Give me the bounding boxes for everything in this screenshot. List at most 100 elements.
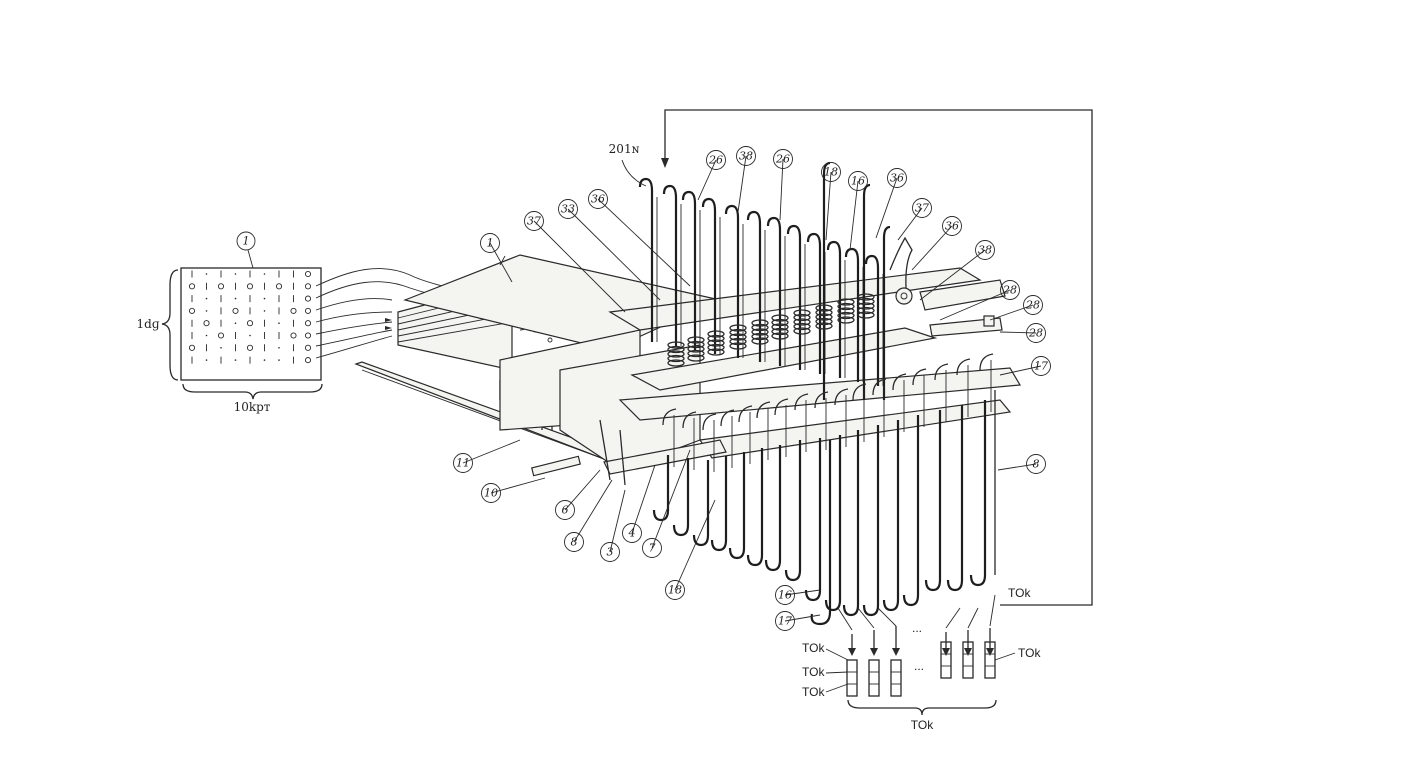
callout-c36c: 36 bbox=[911, 216, 962, 271]
callout-c17a: 17 bbox=[999, 356, 1051, 376]
output-token bbox=[962, 641, 974, 679]
coil-spring bbox=[707, 330, 725, 356]
lower-hook bbox=[924, 410, 942, 592]
callout-number: 38 bbox=[978, 244, 992, 257]
callout-c16b: 16 bbox=[775, 585, 821, 605]
ellipsis-lower: ... bbox=[914, 659, 924, 673]
callout-c16a: 16 bbox=[848, 171, 868, 251]
callout-number: 7 bbox=[649, 542, 656, 555]
card-bottom-label: 10kрт bbox=[234, 400, 271, 414]
pulley-bracket bbox=[889, 236, 995, 327]
callout-number: 8 bbox=[571, 536, 578, 549]
lower-hook bbox=[672, 458, 690, 537]
callout-number: 18 bbox=[668, 584, 682, 597]
coil-spring bbox=[667, 341, 685, 367]
top-label: 201ɴ bbox=[609, 142, 640, 156]
callout-c11: 11 bbox=[453, 439, 521, 473]
upper-hook bbox=[806, 232, 822, 374]
upper-hook bbox=[786, 224, 802, 370]
callout-number: 8 bbox=[1033, 458, 1040, 471]
card-side-label: 1dɡ bbox=[137, 317, 160, 331]
label-tok-bottom: TOk bbox=[911, 718, 934, 732]
callout-number: 26 bbox=[708, 154, 723, 167]
callout-c18b: 18 bbox=[665, 499, 716, 600]
feedback-loop bbox=[661, 109, 1093, 606]
callout-c26b: 26 bbox=[773, 149, 793, 221]
lower-hook bbox=[764, 445, 782, 572]
callout-c38a: 38 bbox=[736, 146, 756, 213]
lower-hook bbox=[652, 455, 670, 522]
callout-number: 4 bbox=[628, 527, 636, 540]
callout-c18a: 18 bbox=[821, 162, 841, 241]
callout-number: 3 bbox=[607, 546, 614, 559]
label-tok-right: TOk bbox=[1018, 646, 1041, 660]
coil-spring bbox=[729, 324, 747, 350]
long-hook bbox=[810, 440, 832, 626]
lower-hook bbox=[862, 425, 880, 617]
callout-c17b: 17 bbox=[775, 611, 821, 631]
callout-number: 16 bbox=[778, 589, 792, 602]
callout-c4: 4 bbox=[622, 464, 656, 543]
callout-c3: 3 bbox=[600, 489, 626, 562]
callout-card-number: 1 bbox=[236, 231, 256, 251]
callout-c36b: 36 bbox=[875, 168, 907, 239]
callout-number: 36 bbox=[890, 172, 904, 185]
ellipsis-upper: ... bbox=[912, 621, 922, 635]
callout-number: 17 bbox=[778, 615, 792, 628]
upper-hook bbox=[701, 197, 717, 354]
callout-number: 36 bbox=[591, 193, 605, 206]
callout-number: 38 bbox=[739, 150, 753, 163]
callout-number: 10 bbox=[484, 487, 498, 500]
upper-hook bbox=[826, 240, 842, 378]
upper-hook bbox=[844, 247, 860, 382]
callout-c33: 33 bbox=[558, 199, 661, 301]
lower-hook bbox=[692, 460, 710, 547]
label-tok-left-3: TOk bbox=[802, 685, 825, 699]
callout-c26a: 26 bbox=[697, 150, 726, 201]
output-token bbox=[846, 659, 858, 697]
output-token bbox=[868, 659, 880, 697]
tall-hook bbox=[882, 225, 891, 400]
lower-hook bbox=[784, 440, 802, 582]
lower-hook bbox=[969, 400, 987, 587]
output-token bbox=[940, 641, 952, 679]
output-tokens bbox=[837, 594, 996, 697]
label-tok-left-1: TOk bbox=[802, 641, 825, 655]
callout-c28c: 28 bbox=[999, 323, 1046, 343]
label-tok-upper-right: TOk bbox=[1008, 586, 1031, 600]
callout-number: 26 bbox=[775, 153, 790, 166]
callout-number: 28 bbox=[1028, 327, 1043, 340]
callout-c37a: 37 bbox=[524, 211, 626, 313]
hook-array bbox=[638, 161, 994, 626]
upper-hook bbox=[681, 190, 697, 350]
tall-hook bbox=[862, 183, 871, 400]
upper-hook bbox=[864, 254, 880, 386]
lower-hook bbox=[710, 456, 728, 552]
output-brace bbox=[847, 699, 997, 716]
coil-spring bbox=[857, 293, 875, 319]
callout-c10: 10 bbox=[481, 477, 546, 503]
punched-card bbox=[161, 249, 323, 400]
lower-hook bbox=[902, 415, 920, 607]
callout-c6: 6 bbox=[555, 469, 601, 520]
output-token bbox=[890, 659, 902, 697]
callout-c38b: 38 bbox=[919, 240, 995, 301]
callout-c8b: 8 bbox=[564, 479, 613, 552]
coil-spring bbox=[687, 336, 705, 362]
coil-spring bbox=[815, 304, 833, 330]
callout-number: 36 bbox=[945, 220, 959, 233]
callout-c36a: 36 bbox=[588, 189, 691, 287]
upper-hook bbox=[662, 184, 678, 346]
upper-hook bbox=[766, 216, 782, 366]
callout-text: 1 bbox=[243, 235, 250, 248]
machine-frame bbox=[354, 254, 1021, 575]
callout-number: 17 bbox=[1034, 360, 1048, 373]
callout-c7: 7 bbox=[642, 449, 691, 558]
callout-c28b: 28 bbox=[989, 295, 1043, 321]
callout-number: 37 bbox=[527, 215, 541, 228]
label-tok-left-2: TOk bbox=[802, 665, 825, 679]
upper-hook bbox=[724, 204, 740, 358]
upper-hook bbox=[746, 210, 762, 362]
